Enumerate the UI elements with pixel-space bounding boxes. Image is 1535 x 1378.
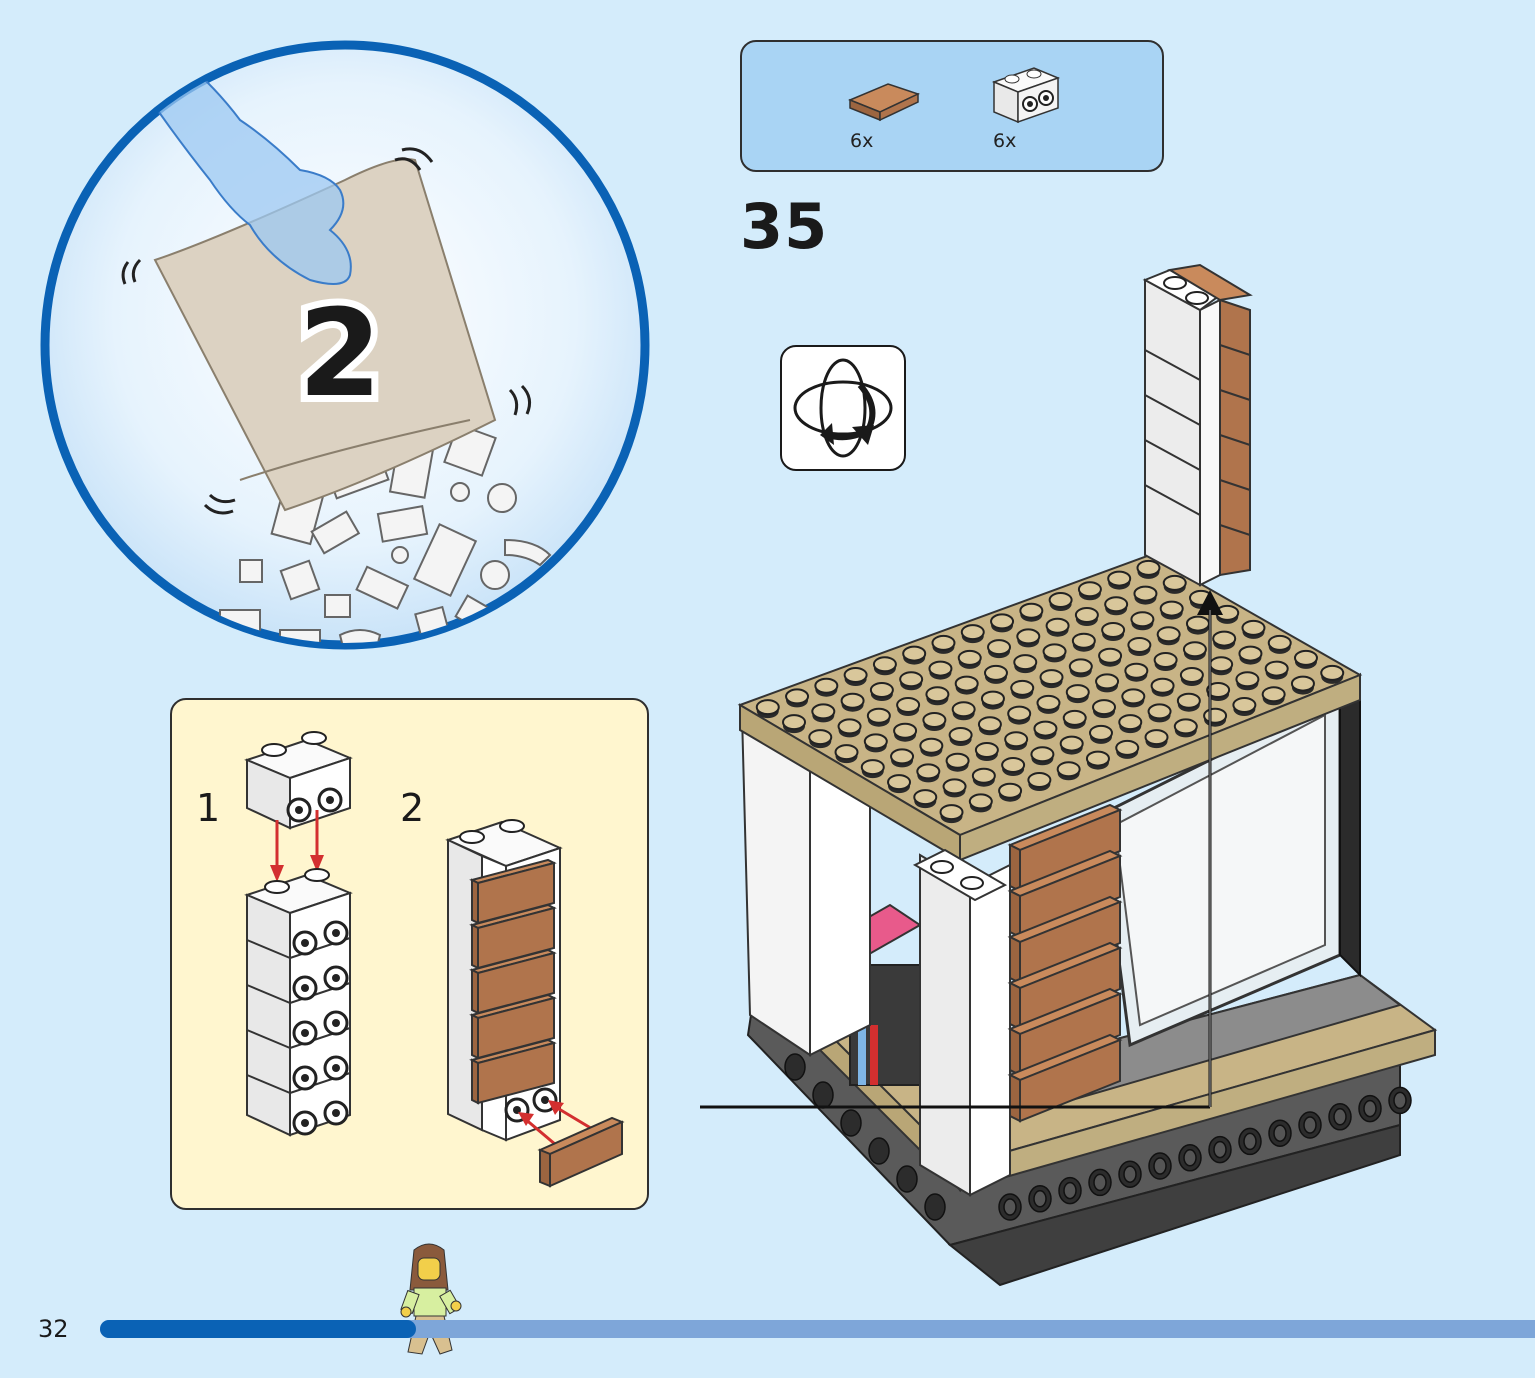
part-quantity-1: 6x [850, 130, 874, 152]
bag-opening-illustration: 2 [40, 40, 650, 650]
bag-number: 2 [298, 285, 382, 424]
progress-bar-track [100, 1320, 1535, 1338]
sub-step-1-illustration [244, 731, 353, 1137]
part-quantity-2: 6x [993, 130, 1017, 152]
sub-step-2-illustration [445, 819, 625, 1188]
rotate-model-icon [780, 345, 906, 471]
progress-bar-fill [100, 1320, 416, 1338]
sub-step-number-1: 1 [196, 786, 221, 830]
parts-list-panel: 6x 6x [740, 40, 1164, 172]
step-model-illustration [700, 263, 1438, 1287]
sub-step-number-2: 2 [400, 786, 425, 830]
page-number: 32 [38, 1315, 69, 1343]
minifigure-progress-marker [400, 1243, 462, 1355]
sub-assembly-callout: 1 2 [170, 698, 649, 1210]
tile-1x2-icon [848, 83, 921, 122]
brick-side-studs-icon [991, 67, 1061, 124]
step-number: 35 [740, 190, 829, 263]
